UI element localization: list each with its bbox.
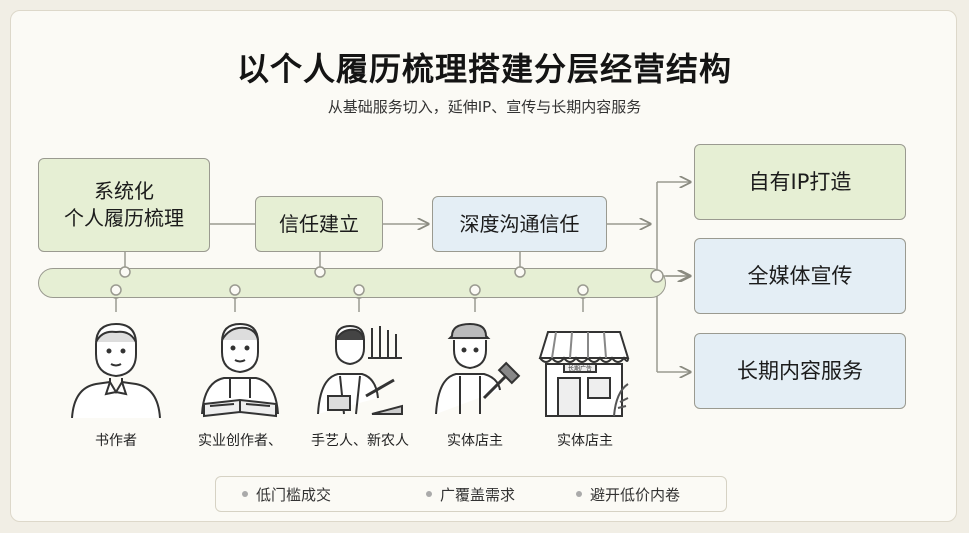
page-subtitle: 从基础服务切入，延伸IP、宣传与长期内容服务 <box>327 98 642 116</box>
step-deep-communication: 深度沟通信任 <box>432 196 607 252</box>
creator-reading-icon <box>201 322 279 418</box>
step-trust-building: 信任建立 <box>255 196 383 252</box>
audience-label: 实体店主 <box>557 433 613 449</box>
writer-person-icon <box>71 322 161 418</box>
highlight-item: 避开低价内卷 <box>576 477 680 513</box>
page-title: 以个人履历梳理搭建分层经营结构 <box>236 50 732 88</box>
highlight-item: 广覆盖需求 <box>426 477 515 513</box>
audience-label: 手艺人、新农人 <box>311 433 409 449</box>
craftsman-icon <box>317 324 403 415</box>
bullet-icon <box>426 490 432 497</box>
timeline-track <box>38 268 666 298</box>
highlights-bar: 低门槛成交 广覆盖需求 避开低价内卷 <box>215 476 727 512</box>
shop-sign: 长期广告 <box>568 365 592 373</box>
highlight-item: 低门槛成交 <box>242 477 331 513</box>
outcome-long-term-content: 长期内容服务 <box>694 333 906 409</box>
shop-owner-hammer-icon <box>435 322 521 415</box>
bullet-icon <box>576 490 582 497</box>
audience-label: 实体店主 <box>447 433 503 449</box>
storefront-icon: 长期广告 <box>538 331 630 417</box>
audience-label: 书作者 <box>95 433 137 449</box>
step-resume-organizing: 系统化 个人履历梳理 <box>38 158 210 252</box>
bullet-icon <box>242 490 248 497</box>
outcome-own-ip: 自有IP打造 <box>694 144 906 220</box>
audience-label: 实业创作者、 <box>198 433 282 449</box>
outcome-all-media: 全媒体宣传 <box>694 238 906 314</box>
